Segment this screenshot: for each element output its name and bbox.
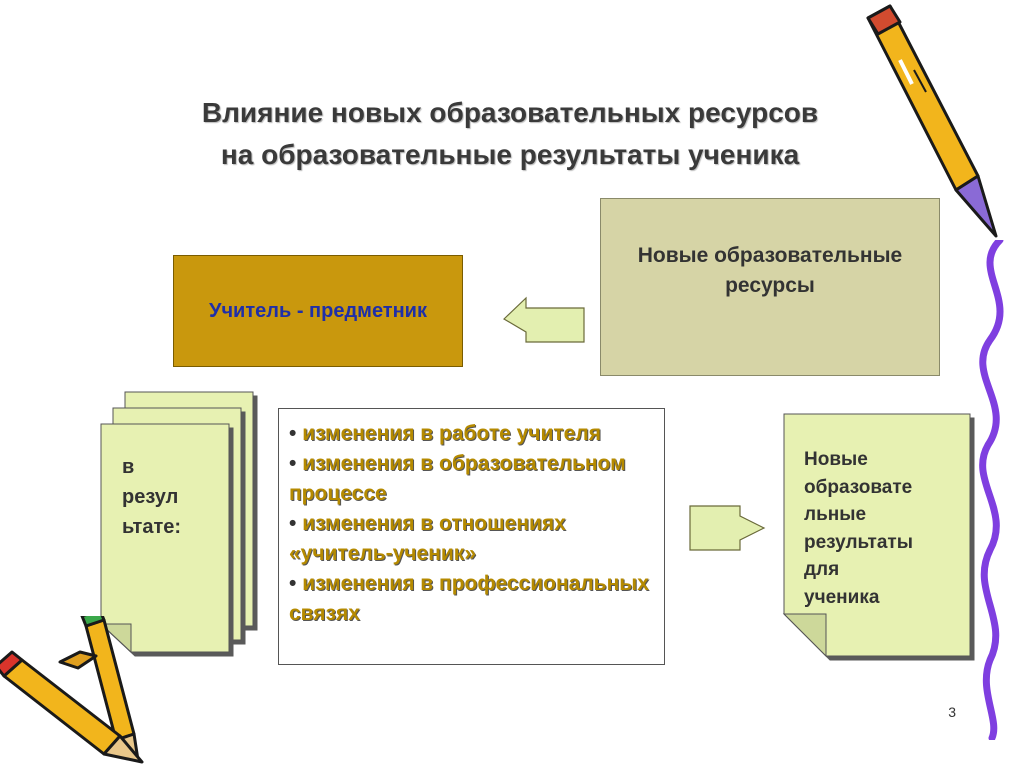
right-arrow-icon <box>689 505 766 551</box>
title-line-2: на образовательные результаты ученика <box>220 139 800 170</box>
changes-list: • изменения в работе учителя • изменения… <box>278 408 665 665</box>
result-label-line: резул <box>122 486 179 508</box>
list-item: • изменения в профессиональных связях <box>289 569 656 629</box>
list-item: • изменения в отношениях «учитель-ученик… <box>289 509 656 569</box>
teacher-box-label: Учитель - предметник <box>209 299 427 322</box>
result-label-line: ьтате: <box>122 516 182 538</box>
title-line-1: Влияние новых образовательных ресурсов <box>201 97 819 128</box>
list-item-text: изменения в образовательном процессе <box>289 452 626 505</box>
list-item-text: изменения в работе учителя <box>302 422 601 445</box>
outcome-label-line: Новые <box>804 449 868 470</box>
outcome-label: Новые образовате льные результаты для уч… <box>804 446 954 611</box>
decorative-squiggle <box>979 240 1004 740</box>
list-item-text: изменения в отношениях «учитель-ученик» <box>289 512 566 565</box>
list-item: • изменения в образовательном процессе <box>289 449 656 509</box>
teacher-box: Учитель - предметник <box>173 255 463 367</box>
pencils-icon <box>0 616 144 764</box>
outcome-document-icon <box>782 413 971 658</box>
pen-icon <box>866 4 998 238</box>
bullet-icon: • <box>289 422 297 445</box>
left-arrow-icon <box>503 296 585 343</box>
stacked-documents-icon <box>99 391 254 654</box>
outcome-label-line: образовате <box>804 476 913 498</box>
outcome-label-line: льные <box>804 504 867 525</box>
outcome-label-line: для <box>804 559 840 580</box>
outcome-label-line: ученика <box>804 586 880 608</box>
list-item: • изменения в работе учителя <box>289 419 656 449</box>
resources-box-line-1: Новые образовательные <box>637 244 903 267</box>
bullet-icon: • <box>289 512 297 535</box>
bullet-icon: • <box>289 452 297 475</box>
result-label: в резул ьтате: <box>122 452 212 542</box>
resources-box-line-2: ресурсы <box>725 274 815 297</box>
page-number: 3 <box>948 704 956 720</box>
slide-title: Влияние новых образовательных ресурсов н… <box>120 92 900 176</box>
outcome-label-line: результаты <box>804 531 913 553</box>
bullet-icon: • <box>289 572 297 595</box>
resources-box: Новые образовательные ресурсы <box>600 198 940 376</box>
list-item-text: изменения в профессиональных связях <box>289 572 649 625</box>
result-label-line: в <box>122 456 135 478</box>
